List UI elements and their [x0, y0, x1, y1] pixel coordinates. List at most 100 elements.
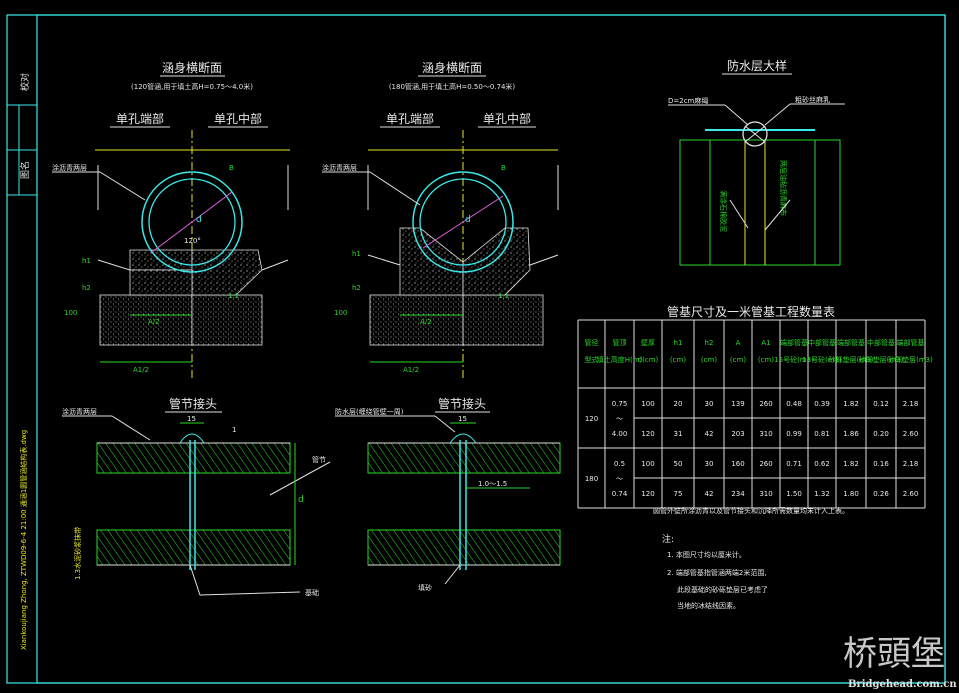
pipe-1-outer	[141, 171, 243, 273]
table-cell: 0.16	[873, 460, 889, 468]
table-header-unit-0: 型式	[585, 355, 599, 364]
table-cell: 2.18	[903, 400, 919, 408]
table-cell: 310	[759, 490, 772, 498]
table-cell: 50	[674, 460, 683, 468]
table-height-bot-0: 4.00	[612, 430, 628, 438]
joint-1-top-wall	[96, 442, 291, 474]
table-cell: 1.82	[843, 400, 859, 408]
table-cell: 0.20	[873, 430, 889, 438]
table-type-0: 120	[585, 415, 598, 423]
joint-2-title: 管节接头	[438, 396, 486, 411]
table-cell: 1.86	[843, 430, 859, 438]
section-2-waterproof-label: 涂沥青两层	[322, 163, 357, 172]
drawing-frame	[6, 14, 946, 684]
joint-1-side-note: 1.3水泥砂浆抹带	[73, 527, 82, 580]
table-cell: 2.60	[903, 430, 919, 438]
table-height-mid-0: ～	[616, 415, 623, 423]
table-header-5: A	[736, 339, 741, 347]
section-2-left-label: 单孔端部	[386, 111, 434, 126]
table-cell: 260	[759, 460, 772, 468]
note-2: 2. 端部管基指管涵两端2米范围,	[667, 568, 767, 577]
table-cell: 203	[731, 430, 744, 438]
table-header-6: A1	[761, 339, 770, 347]
table-header-unit-9: 砂砾垫层(m3)	[829, 355, 874, 364]
joint-1-width: 15	[187, 415, 196, 423]
detail-title: 防水层大样	[727, 58, 787, 73]
joint-2-top-wall	[367, 442, 561, 474]
base-1-right	[191, 294, 263, 346]
detail-pipe-body	[679, 139, 841, 266]
section-2-slope: 1:1	[498, 292, 509, 300]
table-header-unit-2: d(cm)	[638, 356, 659, 364]
table-cell: 75	[674, 490, 683, 498]
joint-1-title: 管节接头	[169, 396, 217, 411]
table-header-3: h1	[674, 339, 683, 347]
watermark-logo: 桥頭堡	[843, 634, 945, 674]
table-cell: 2.60	[903, 490, 919, 498]
watermark-url: Bridgehead.com.cn	[848, 679, 957, 690]
section-1-h2: h2	[82, 284, 91, 292]
section-1-title: 涵身横断面	[162, 60, 222, 75]
table-cell: 42	[705, 430, 714, 438]
section-2-h100: 100	[334, 309, 347, 317]
section-1-h100: 100	[64, 309, 77, 317]
joint-2-sand-label: 填砂	[418, 583, 432, 592]
joint-2-gap-dim: 1.0～1.5	[478, 480, 507, 488]
table-cell: 31	[674, 430, 683, 438]
pipe-2-d-label: d	[465, 215, 471, 225]
section-2-h2: h2	[352, 284, 361, 292]
table-cell: 1.82	[843, 460, 859, 468]
note-4: 当地的冰结线因素。	[677, 601, 740, 610]
table-cell: 100	[641, 400, 654, 408]
table-cell: 139	[731, 400, 744, 408]
table-header-unit-1: 填土高度H(m)	[597, 355, 643, 364]
section-1-slope: 1:1	[228, 292, 239, 300]
table-cell: 1.50	[786, 490, 802, 498]
note-3: 此段基础的砂砾垫层已考虑了	[677, 585, 768, 594]
table-cell: 0.48	[786, 400, 802, 408]
table-cell: 1.32	[814, 490, 830, 498]
table-header-unit-6: (cm)	[758, 356, 774, 364]
pipe-bed-2-right	[462, 227, 531, 296]
table-cell: 310	[759, 430, 772, 438]
table-cell: 30	[705, 400, 714, 408]
section-1-left-label: 单孔端部	[116, 111, 164, 126]
table-height-top-1: 0.5	[614, 460, 625, 468]
table-cell: 0.39	[814, 400, 830, 408]
table-cell: 0.81	[814, 430, 830, 438]
table-header-8: 中部管基	[808, 338, 836, 347]
joint-1-d: d	[298, 495, 304, 505]
table-cell: 100	[641, 460, 654, 468]
table-header-unit-3: (cm)	[670, 356, 686, 364]
section-1-dim-half: A/2	[148, 318, 160, 326]
joint-1-base-label: 基础	[305, 588, 319, 597]
table-header-unit-7: 15号砼(m3)	[774, 355, 814, 364]
table-cell: 2.18	[903, 460, 919, 468]
section-2-dim-total: A1/2	[403, 366, 419, 374]
table-cell: 20	[674, 400, 683, 408]
table-header-9: 端部管基	[837, 338, 865, 347]
section-1-subtitle: (120管涵,用于填土高H=0.75～4.0米)	[131, 82, 253, 91]
detail-note-b: 两层油毡沥青麻布	[779, 160, 788, 216]
joint-2: 管节接头 防水层(缠绕管壁一周) 15 1.0～1.5 填砂	[335, 396, 561, 592]
joint-1-gap: 1	[232, 426, 236, 434]
table-cell: 234	[731, 490, 745, 498]
table-header-unit-10: 砂砾垫层(m3)	[859, 355, 904, 364]
table-type-1: 180	[585, 475, 598, 483]
section-2: 涵身横断面 (180管涵,用于填土高H=0.50～0.74米) 单孔端部 单孔中…	[322, 60, 559, 380]
pipe-1-angle: 120°	[184, 237, 201, 245]
section-1-waterproof-label: 涂沥青两层	[52, 163, 87, 172]
table-cell: 120	[641, 430, 654, 438]
section-2-h1: h1	[352, 250, 361, 258]
table-header-11: 端部管基	[897, 338, 925, 347]
table-cell: 0.99	[786, 430, 802, 438]
table-height-bot-1: 0.74	[612, 490, 628, 498]
base-2-left	[369, 294, 464, 346]
section-2-right-label: 单孔中部	[483, 111, 531, 126]
file-path-text: Xiankoujiang Zhong, ZTWD09-6-4 21:00 通涵1…	[19, 430, 28, 650]
table-cell: 0.71	[786, 460, 802, 468]
table-footnote: 圆管外壁所涂沥青以及管节接头和沉降所需数量均未计入上表。	[653, 506, 849, 515]
section-2-subtitle: (180管涵,用于填土高H=0.50～0.74米)	[389, 82, 516, 91]
detail-hemp-label: D=2cm麻绳	[668, 96, 708, 105]
